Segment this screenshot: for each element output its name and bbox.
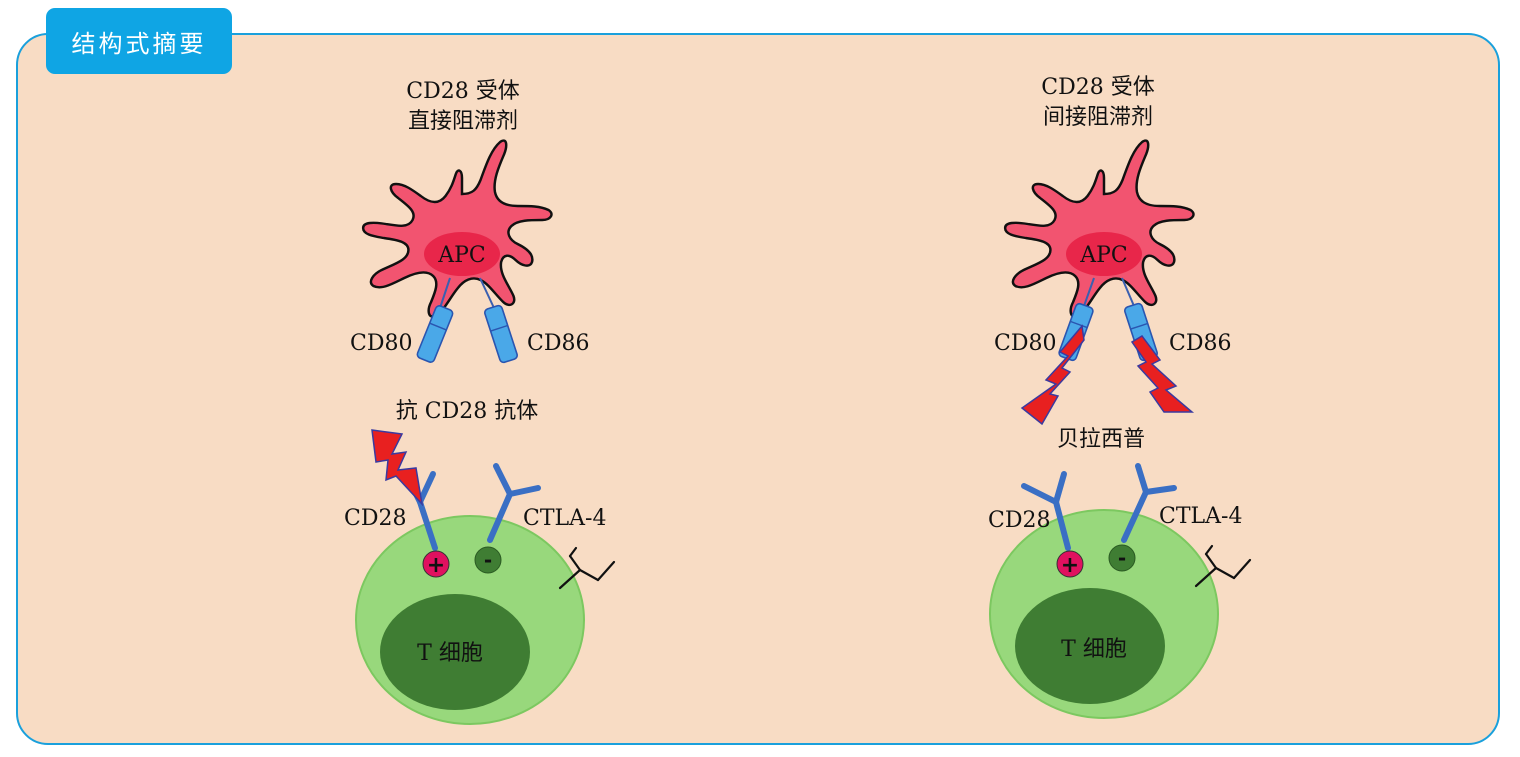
left-drug-bolt <box>371 429 424 507</box>
right-ctla4-label: CTLA-4 <box>1159 504 1242 529</box>
left-tcell-label: T 细胞 <box>417 641 483 666</box>
left-cd86-receptor <box>484 304 518 364</box>
right-cd80-stalk <box>1083 277 1095 307</box>
left-ctla4-label: CTLA-4 <box>523 506 606 531</box>
left-cd28-label: CD28 <box>344 506 406 531</box>
right-ctla4-antibody <box>1121 463 1177 543</box>
right-diagram: CD28 受体 间接阻滞剂 APC CD80 CD86 <box>988 75 1252 719</box>
left-drug-label: 抗 CD28 抗体 <box>396 399 538 424</box>
left-minus-dot <box>474 546 502 574</box>
left-cd80-label: CD80 <box>350 331 412 356</box>
left-apc-cell <box>361 139 553 318</box>
left-cd86-stalk <box>479 277 495 309</box>
right-drug-label: 贝拉西普 <box>1057 427 1145 452</box>
left-membrane-receptor <box>558 546 616 590</box>
left-title-line1: CD28 受体 <box>406 79 519 104</box>
left-plus-dot <box>422 550 450 578</box>
right-apc-cell <box>1003 139 1195 318</box>
right-apc-label: APC <box>1079 243 1128 268</box>
right-cd28-antibody <box>1021 471 1071 551</box>
left-apc-nucleus <box>424 232 500 276</box>
left-diagram: CD28 受体 直接阻滞剂 APC CD80 CD86 抗 CD28 抗体 <box>344 79 616 725</box>
left-title-line2: 直接阻滞剂 <box>408 109 518 134</box>
left-minus-sign: - <box>484 548 492 572</box>
right-tcell-nucleus <box>1015 588 1165 704</box>
right-plus-sign: + <box>1061 553 1079 578</box>
left-apc-label: APC <box>437 243 486 268</box>
left-tcell-nucleus <box>380 594 530 710</box>
right-drug-bolt-cd80 <box>1020 324 1085 426</box>
left-plus-sign: + <box>427 553 445 578</box>
left-cd86-label: CD86 <box>527 331 589 356</box>
right-drug-bolt-cd86 <box>1130 335 1195 413</box>
right-plus-dot <box>1056 550 1084 578</box>
right-cd86-stalk <box>1121 277 1135 307</box>
summary-panel <box>16 33 1500 745</box>
left-cd80-stalk <box>439 277 451 309</box>
right-minus-sign: - <box>1118 546 1126 570</box>
right-title-line2: 间接阻滞剂 <box>1043 105 1153 130</box>
right-tcell-label: T 细胞 <box>1061 637 1127 662</box>
right-membrane-receptor <box>1194 544 1252 588</box>
right-cd28-label: CD28 <box>988 508 1050 533</box>
right-cd86-label: CD86 <box>1169 331 1231 356</box>
right-apc-nucleus <box>1066 232 1142 276</box>
left-ctla4-antibody <box>487 463 541 543</box>
summary-tab: 结构式摘要 <box>46 8 232 74</box>
right-title-line1: CD28 受体 <box>1041 75 1154 100</box>
left-cd80-receptor <box>416 305 454 363</box>
right-minus-dot <box>1108 544 1136 572</box>
right-cd80-label: CD80 <box>994 331 1056 356</box>
